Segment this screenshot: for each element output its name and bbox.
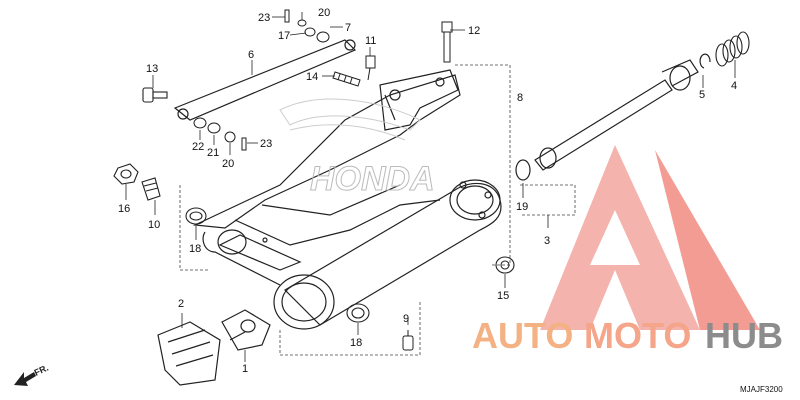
pivot-adjuster (113, 163, 161, 201)
callout-5: 5 (699, 89, 705, 101)
callout-19: 19 (516, 201, 528, 213)
callout-3: 3 (544, 235, 550, 247)
torque-rod (173, 39, 357, 121)
callout-18-left: 18 (189, 243, 201, 255)
diagram-code: MJAJF3200 (740, 385, 783, 394)
circlip-5 (699, 53, 711, 69)
spring-4 (715, 31, 750, 67)
universal-joint-1 (221, 309, 271, 351)
callout-22: 22 (192, 141, 204, 153)
callout-8: 8 (517, 92, 523, 104)
watermark-auto: AUTO (472, 315, 573, 356)
callout-labels: 23 20 17 7 6 11 14 12 13 8 22 21 20 23 1… (118, 7, 737, 375)
callout-16: 16 (118, 203, 130, 215)
bearing-18-right (346, 303, 370, 323)
watermark-logo-icon (540, 145, 760, 330)
watermark-hub: HUB (705, 315, 783, 356)
callout-2: 2 (178, 298, 184, 310)
bolt-11 (365, 55, 376, 81)
callout-20-bottom: 20 (222, 158, 234, 170)
callout-21: 21 (207, 147, 219, 159)
assembly-outline (179, 64, 576, 356)
drive-shaft (515, 59, 699, 181)
callout-14: 14 (306, 71, 318, 83)
callout-23-top: 23 (258, 12, 270, 24)
honda-wing-emblem (279, 98, 421, 141)
watermark-text: AUTO MOTO HUB (472, 315, 783, 356)
bolt-12 (441, 21, 453, 63)
bolt-13 (142, 87, 168, 103)
callout-17: 17 (278, 30, 290, 42)
adjust-bolt-14 (332, 71, 361, 87)
callout-15: 15 (497, 290, 509, 302)
callout-18-right: 18 (350, 337, 362, 349)
callout-13: 13 (146, 63, 158, 75)
callout-23-bottom: 23 (260, 138, 272, 150)
callout-11: 11 (365, 35, 376, 47)
front-direction-arrow-icon: FR. (14, 363, 50, 386)
callout-10: 10 (148, 219, 160, 231)
callout-7: 7 (345, 22, 351, 34)
callout-9: 9 (403, 313, 409, 325)
callout-12: 12 (468, 25, 480, 37)
watermark-moto: MOTO (584, 315, 691, 356)
nut-washer-group-bottom (193, 117, 247, 151)
bearing-18-left (185, 207, 207, 225)
collar-15 (495, 256, 515, 274)
callout-4: 4 (731, 80, 737, 92)
callout-6: 6 (248, 49, 254, 61)
direction-label: FR. (33, 363, 50, 378)
nut-washer-group-top (284, 9, 330, 43)
callout-1: 1 (242, 363, 248, 375)
leader-lines (125, 12, 736, 362)
embossed-brand: HONDA (310, 160, 435, 198)
boot-2 (157, 321, 221, 386)
callout-20-top: 20 (318, 7, 330, 19)
swingarm (192, 69, 502, 330)
bolt-9 (402, 330, 414, 351)
